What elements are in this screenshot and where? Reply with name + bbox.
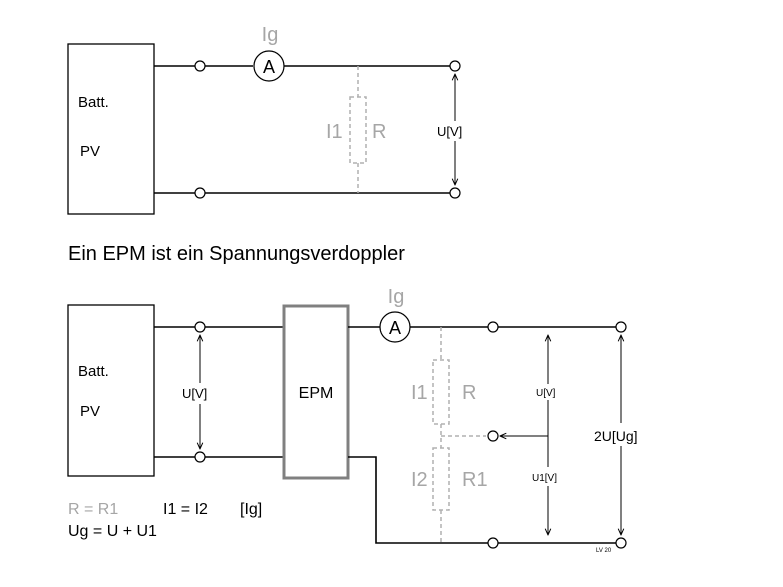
- voltage-sum-note: Ug = U + U1: [68, 523, 157, 540]
- top-voltage-label: U[V]: [437, 124, 462, 139]
- top-source-box: [67, 43, 155, 215]
- epm-box: [282, 304, 350, 480]
- top-circuit: Batt. PV A Ig I1 R U[V]: [67, 24, 462, 215]
- bottom-terminal-in-upper: [194, 321, 206, 333]
- top-source-line1: Batt.: [78, 94, 109, 111]
- current-equality-note: I1 = I2: [163, 501, 208, 518]
- caption: Ein EPM ist ein Spannungsverdoppler: [68, 243, 405, 265]
- top-current-symbol: Ig: [262, 24, 279, 46]
- resistor1-label: R: [462, 382, 476, 404]
- total-voltage-label: 2U[Ug]: [594, 428, 638, 444]
- bottom-source-box: [67, 304, 155, 477]
- bottom-terminal-out-upper-right: [615, 321, 627, 333]
- top-terminal-lower-right: [449, 187, 461, 199]
- current2-label: I2: [411, 469, 428, 491]
- bottom-ammeter-symbol: A: [389, 318, 401, 338]
- current-unit-note: [Ig]: [240, 501, 262, 518]
- bottom-terminal-midpoint: [487, 430, 499, 442]
- top-terminal-lower-left: [194, 187, 206, 199]
- bottom-source-line1: Batt.: [78, 363, 109, 380]
- bottom-input-voltage-label: U[V]: [182, 386, 207, 401]
- bottom-terminal-in-lower: [194, 451, 206, 463]
- bottom-source-line2: PV: [80, 403, 100, 420]
- resistor-r1: [432, 447, 450, 511]
- bottom-terminal-out-lower-right: [615, 537, 627, 549]
- resistor2-label: R1: [462, 469, 488, 491]
- top-source-line2: PV: [80, 143, 100, 160]
- top-terminal-upper-left: [194, 60, 206, 72]
- bottom-wire-out-lower-a: [348, 456, 488, 544]
- bottom-current-symbol: Ig: [388, 286, 405, 308]
- upper-voltage-label: U[V]: [536, 388, 556, 399]
- watermark: LV 20: [596, 548, 612, 554]
- bottom-terminal-out-lower-mid: [487, 537, 499, 549]
- lower-voltage-label: U1[V]: [532, 473, 557, 484]
- bottom-terminal-out-upper-mid: [487, 321, 499, 333]
- bottom-circuit: Batt. PV U[V] EPM A Ig: [67, 286, 638, 554]
- resistor-equality-note: R = R1: [68, 501, 118, 518]
- top-terminal-upper-right: [449, 60, 461, 72]
- top-resistor-label: R: [372, 121, 386, 143]
- notes: R = R1 I1 = I2 [Ig] Ug = U + U1: [68, 501, 262, 540]
- top-current-label: I1: [326, 121, 343, 143]
- top-resistor: [349, 96, 367, 164]
- current1-label: I1: [411, 382, 428, 404]
- top-ammeter-symbol: A: [263, 57, 275, 77]
- resistor-r: [432, 359, 450, 425]
- epm-label: EPM: [299, 385, 334, 402]
